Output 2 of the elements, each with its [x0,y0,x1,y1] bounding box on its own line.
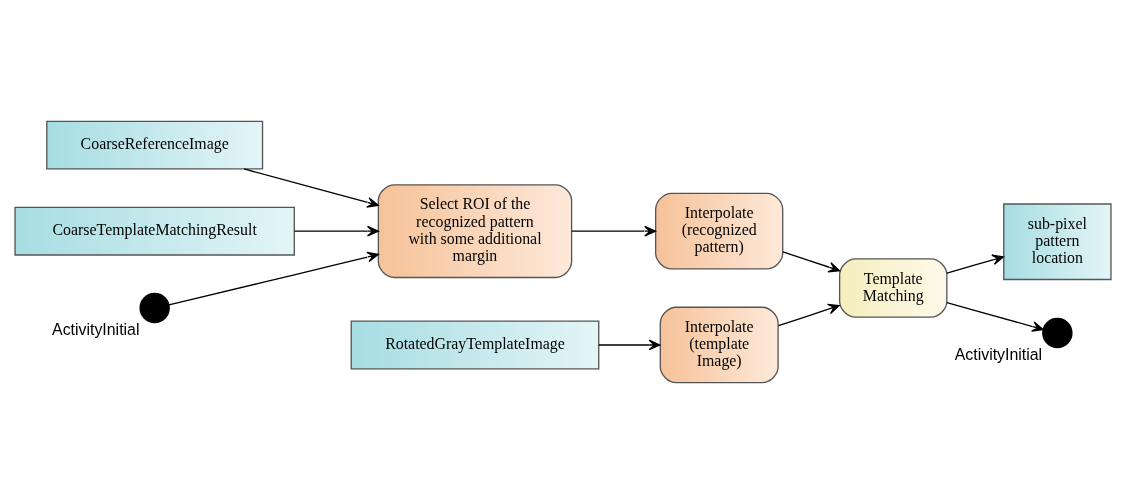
node-label: ActivityInitial [954,346,1043,364]
node-label: ActivityInitial [52,321,140,339]
